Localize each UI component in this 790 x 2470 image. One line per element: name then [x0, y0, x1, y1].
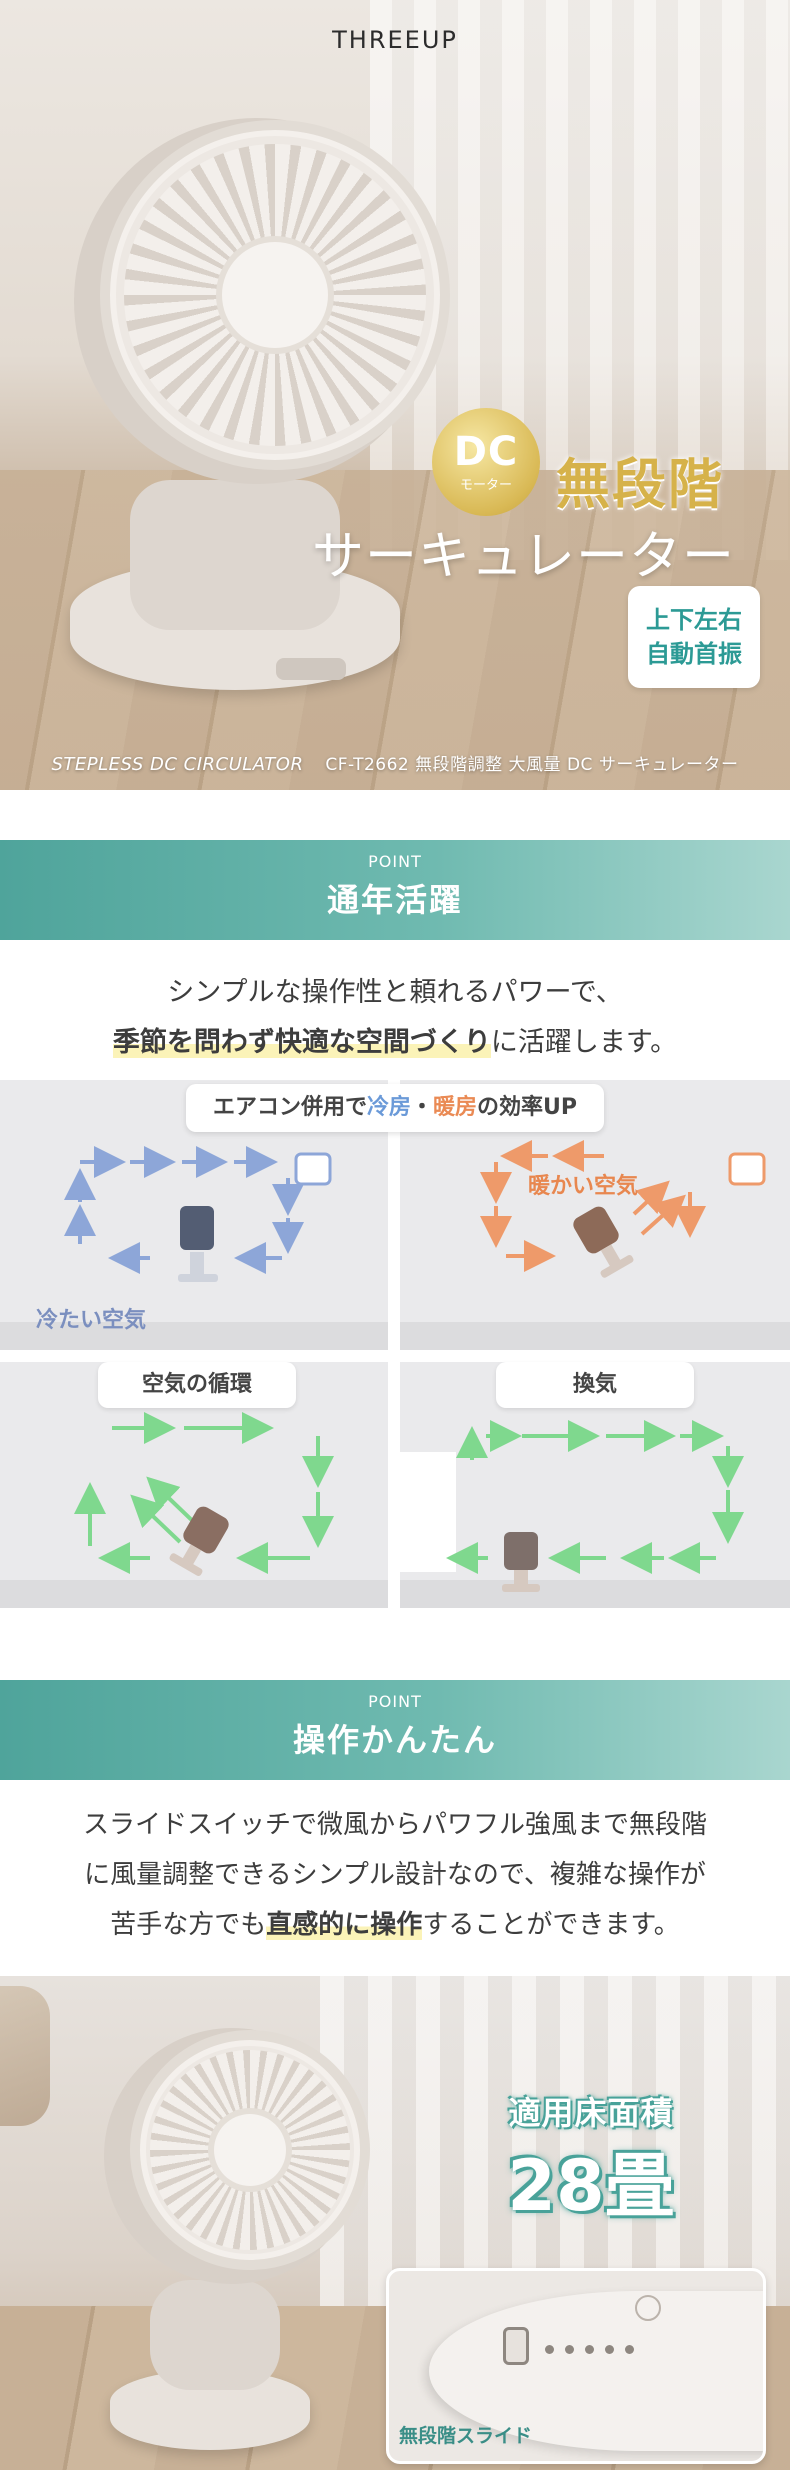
fan-head [100, 120, 450, 470]
floor-strip [400, 1322, 790, 1350]
floor-strip [0, 1322, 388, 1350]
stepless-heading: 無段階 [556, 453, 724, 516]
fan-hub [222, 242, 328, 348]
cool-air-arrows [64, 1146, 304, 1274]
section1-lead: シンプルな操作性と頼れるパワーで、 季節を問わず快適な空間づくりに活躍します。 [0, 968, 790, 1068]
fan-neck [130, 480, 340, 630]
auto-swing-badge: 上下左右 自動首振 [628, 586, 760, 688]
slider-closeup-inset: 無段階スライド [386, 2268, 766, 2464]
level-dot [585, 2345, 594, 2354]
swing-line-2: 自動首振 [646, 640, 742, 668]
aircon-prefix: エアコン併用で [212, 1095, 367, 1120]
fan-head [130, 2030, 370, 2270]
hero-section: THREEUP DC モーター 無段階 サーキュレーター 上下左右 自動首振 S… [0, 0, 790, 790]
fan-hub [214, 2114, 286, 2186]
product-type-heading: サーキュレーター [312, 527, 735, 587]
section2-point-label: POINT [368, 1692, 422, 1711]
fan-icon-ventilation [502, 1532, 540, 1592]
section1-banner: POINT 通年活躍 [0, 840, 790, 940]
section2-lead-line3-post: することができます。 [422, 1910, 680, 1940]
section2-lead-highlight: 直感的に操作 [266, 1910, 423, 1940]
section2-banner: POINT 操作かんたん [0, 1680, 790, 1780]
section2-lead-line3: 苦手な方でも直感的に操作することができます。 [0, 1900, 790, 1950]
warm-air-label: 暖かい空気 [528, 1174, 639, 1199]
hero-subtitle-en: STEPLESS DC CIRCULATOR [51, 754, 304, 775]
section2-lead: スライドスイッチで微風からパワフル強風まで無段階 に風量調整できるシンプル設計な… [0, 1800, 790, 1950]
section2-lead-line2: に風量調整できるシンプル設計なので、複雑な操作が [84, 1860, 706, 1890]
fan-slide-switch [276, 658, 346, 680]
usage-scenes-grid [0, 1080, 790, 1636]
dc-motor-badge: DC モーター [432, 408, 540, 516]
section2-lead-line3-pre: 苦手な方でも [110, 1910, 267, 1940]
level-dot [605, 2345, 614, 2354]
slide-switch-icon [503, 2327, 529, 2365]
section1-lead-line1: シンプルな操作性と頼れるパワーで、 [167, 977, 623, 1008]
circulation-pill: 空気の循環 [98, 1362, 296, 1408]
hero-subtitle: STEPLESS DC CIRCULATOR CF-T2662 無段階調整 大風… [0, 750, 790, 775]
section1-lead-line2-rest: に活躍します。 [490, 1027, 678, 1058]
warm-air-arrows [480, 1140, 706, 1272]
aircon-icon [728, 1152, 766, 1186]
aircon-suffix: の効率UP [477, 1095, 578, 1120]
cool-air-label: 冷たい空気 [36, 1308, 147, 1333]
level-dot [565, 2345, 574, 2354]
fan-icon-cool [178, 1206, 218, 1282]
hero-subtitle-jp: CF-T2662 無段階調整 大風量 DC サーキュレーター [325, 755, 739, 775]
ventilation-pill: 換気 [496, 1362, 694, 1408]
ventilation-arrows [446, 1420, 744, 1574]
brand-logo: THREEUP [332, 26, 458, 54]
fan-base-closeup [429, 2291, 763, 2451]
level-dot [625, 2345, 634, 2354]
floor-strip [400, 1580, 790, 1608]
dc-text: DC [453, 428, 519, 475]
floor-strip [0, 1580, 388, 1608]
airflow-diagram [64, 1140, 766, 1592]
aircon-efficiency-pill: エアコン併用で冷房・暖房の効率UP [186, 1084, 604, 1132]
aircon-sep: ・ [411, 1095, 434, 1120]
stepless-slide-label: 無段階スライド [399, 2425, 533, 2447]
swing-line-1: 上下左右 [646, 606, 742, 634]
aircon-warm: 暖房 [433, 1095, 478, 1120]
fan-icon-circulation [169, 1506, 229, 1577]
section2-lead-line1: スライドスイッチで微風からパワフル強風まで無段階 [82, 1810, 707, 1840]
circulator-fan-image-small [90, 2020, 370, 2450]
floor-area-label: 適用床面積 [508, 2094, 674, 2132]
circulator-fan-image [40, 110, 480, 730]
aircon-icon [294, 1152, 332, 1186]
plant-decoration [0, 1986, 50, 2126]
aircon-cool: 冷房 [366, 1095, 411, 1120]
motor-text: モーター [459, 477, 512, 493]
section1-point-label: POINT [368, 852, 422, 871]
fan-neck [150, 2280, 280, 2390]
section1-lead-line2: 季節を問わず快適な空間づくりに活躍します。 [0, 1018, 790, 1068]
section1-title: 通年活躍 [326, 881, 463, 919]
section2-title: 操作かんたん [292, 1721, 497, 1759]
fan-icon-warm [573, 1206, 634, 1278]
floor-area-value: 28畳 [507, 2145, 675, 2227]
section1-lead-highlight: 季節を問わず快適な空間づくり [112, 1027, 491, 1058]
power-button-icon [635, 2295, 661, 2321]
level-dot [545, 2345, 554, 2354]
